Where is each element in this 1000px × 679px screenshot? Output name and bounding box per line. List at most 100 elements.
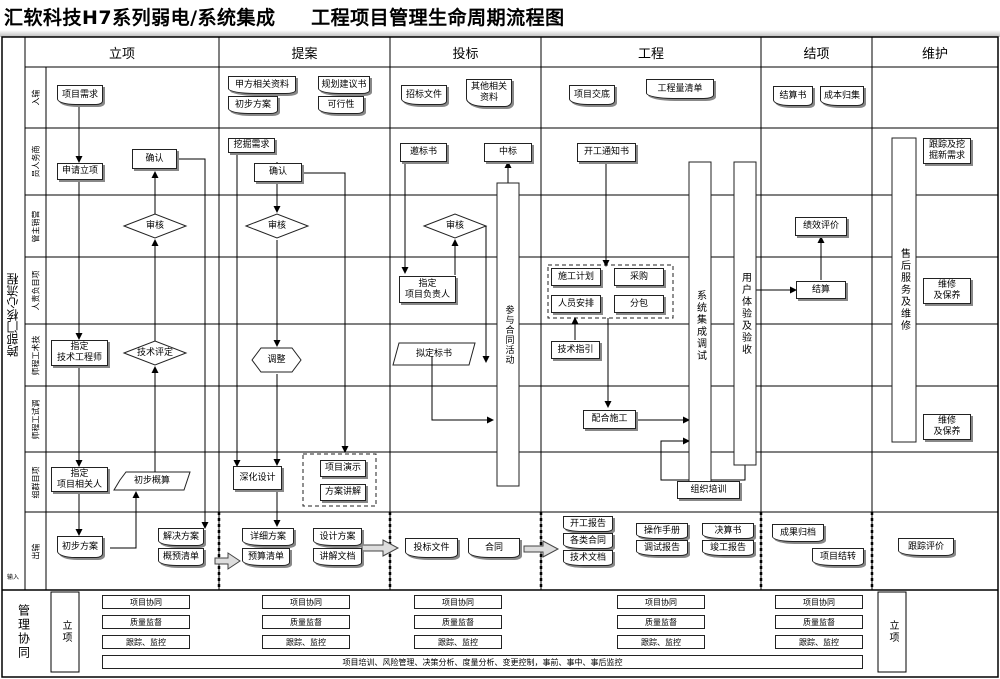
diamond-sh2 — [244, 213, 310, 239]
node-jjfa: 解决方案 — [158, 528, 204, 546]
node-czsc: 操作手册 — [636, 523, 688, 539]
node-sqlx: 申请立项 — [57, 163, 103, 180]
mgmt-left-tag-box — [50, 591, 80, 673]
node-jsss: 决算书 — [702, 523, 754, 539]
node-sgjh: 施工计划 — [551, 268, 601, 286]
node-csfa-input: 初步方案 — [228, 96, 278, 114]
title-underline — [0, 30, 1000, 37]
node-wx2: 维修 及保养 — [923, 414, 971, 440]
node-zb: 中标 — [484, 143, 532, 162]
lane-text: 师程工试调 — [31, 399, 40, 439]
left-vertical-label: 跨部门核心流程 — [3, 240, 23, 390]
node-shsj: 深化设计 — [233, 466, 282, 490]
lane-label-project-leader: 人责负目项 — [25, 257, 46, 324]
node-zdfzr: 指定 项目负责人 — [399, 276, 456, 303]
diamond-sh1 — [122, 213, 188, 239]
mgmt-item-coordination: 项目协同 — [775, 595, 863, 609]
node-sh3: 审核 — [445, 220, 464, 231]
node-kgbg: 开工报告 — [563, 516, 613, 532]
label-xtjc: 系统集成调试 — [689, 162, 711, 490]
node-tz: 调整 — [267, 354, 286, 365]
lane-text: 师程工术技 — [31, 335, 40, 375]
node-jjwd: 讲解文档 — [313, 548, 362, 566]
node-nbs: 拟定标书 — [415, 348, 452, 359]
mgmt-label: 管理协同 — [5, 596, 41, 668]
phase-header-toubiao: 投标 — [452, 46, 479, 62]
mgmt-item-tracking: 跟踪、监控 — [262, 635, 350, 649]
lane-label-tech-engineer: 师程工术技 — [25, 324, 46, 386]
mgmt-label-text: 管理协同 — [16, 604, 31, 660]
node-gsqd: 概预清单 — [158, 548, 204, 566]
mgmt-item-quality: 质量监督 — [617, 615, 705, 629]
node-cbgs: 初步概算 — [133, 475, 170, 486]
phase-dividers — [218, 37, 873, 590]
mgmt-item-quality: 质量监督 — [102, 615, 190, 629]
rect-cyht — [496, 182, 520, 487]
node-wjxq: 挖掘需求 — [228, 138, 275, 153]
node-kxx: 可行性 — [318, 96, 364, 114]
node-ryap: 人员安排 — [551, 295, 601, 313]
node-kgtzs: 开工通知书 — [577, 143, 636, 162]
phase-header-gongcheng: 工程 — [637, 46, 664, 62]
mgmt-right-tag-box — [877, 591, 907, 673]
mgmt-right-tag: 立项 — [878, 592, 906, 672]
node-zdxr: 指定 项目相关人 — [51, 467, 108, 492]
node-jspd: 技术评定 — [136, 347, 173, 358]
lane-label-business: 员人务商 — [25, 128, 46, 195]
mgmt-item-quality: 质量监督 — [775, 615, 863, 629]
mgmt-item-tracking: 跟踪、监控 — [102, 635, 190, 649]
node-jss: 结算书 — [773, 86, 813, 106]
node-js: 结算 — [796, 281, 846, 299]
mgmt-left-tag-text: 立项 — [60, 620, 71, 644]
lane-label-input: 入输 — [25, 67, 46, 128]
node-cbfa-output: 初步方案 — [57, 536, 103, 558]
node-xmjd: 项目交底 — [569, 85, 615, 105]
node-cbgj: 成本归集 — [820, 86, 864, 106]
node-zbwj: 招标文件 — [401, 85, 447, 105]
mgmt-item-quality: 质量监督 — [262, 615, 350, 629]
side-note: 输入 — [3, 570, 23, 586]
node-ghjy: 规划建议书 — [318, 76, 370, 94]
node-glht: 各类合同 — [563, 533, 613, 549]
mgmt-item-coordination: 项目协同 — [262, 595, 350, 609]
phase-transition-arrows — [214, 539, 560, 570]
diamond-jspd — [122, 340, 188, 366]
node-ht: 合同 — [468, 538, 520, 558]
mgmt-item-tracking: 跟踪、监控 — [617, 635, 705, 649]
label-cyht: 参与合同活动 — [497, 183, 519, 486]
label-shfw: 售后服务及维修 — [892, 138, 916, 442]
lane-label-sales-manager: 管主销营 — [25, 195, 46, 257]
mgmt-item-tracking: 跟踪、监控 — [414, 635, 502, 649]
node-sh2: 审核 — [267, 220, 286, 231]
node-gcqd: 工程量清单 — [646, 79, 714, 99]
node-ybs: 邀标书 — [400, 143, 447, 162]
left-vertical-text: 跨部门核心流程 — [5, 273, 20, 357]
node-gzpj: 跟踪评价 — [898, 538, 954, 556]
label-yhty: 用户体验及验收 — [734, 162, 756, 465]
node-ysqd: 预算清单 — [242, 548, 290, 566]
node-fb: 分包 — [614, 295, 664, 313]
lane-text: 员人务商 — [31, 145, 40, 178]
outer-frame — [1, 36, 999, 678]
mgmt-item-coordination: 项目协同 — [617, 595, 705, 609]
mgmt-item-tracking: 跟踪、监控 — [775, 635, 863, 649]
lane-text: 组群目项 — [31, 466, 40, 498]
lane-text: 入输 — [31, 89, 40, 106]
node-jszy: 技术指引 — [551, 341, 600, 359]
node-sh1: 审核 — [145, 220, 164, 231]
phase-header-jiexiang: 结项 — [803, 46, 830, 62]
node-xmys: 项目演示 — [320, 460, 366, 477]
node-zzpx: 组织培训 — [677, 481, 740, 499]
label-shfw-text: 售后服务及维修 — [898, 248, 910, 332]
node-tsbg: 调试报告 — [636, 540, 688, 556]
lane-text: 人责负目项 — [31, 270, 40, 311]
node-qtzl: 其他相关 资料 — [466, 79, 512, 107]
parallelogram-nbs — [392, 342, 476, 366]
lane-label-project-group: 组群目项 — [25, 452, 46, 512]
lane-label-output: 出输 — [25, 512, 46, 590]
node-jxpj: 绩效评价 — [795, 217, 847, 236]
side-note-text: 输入 — [6, 574, 19, 581]
node-qr1: 确认 — [132, 149, 177, 169]
mgmt-left-tag: 立项 — [51, 592, 79, 672]
